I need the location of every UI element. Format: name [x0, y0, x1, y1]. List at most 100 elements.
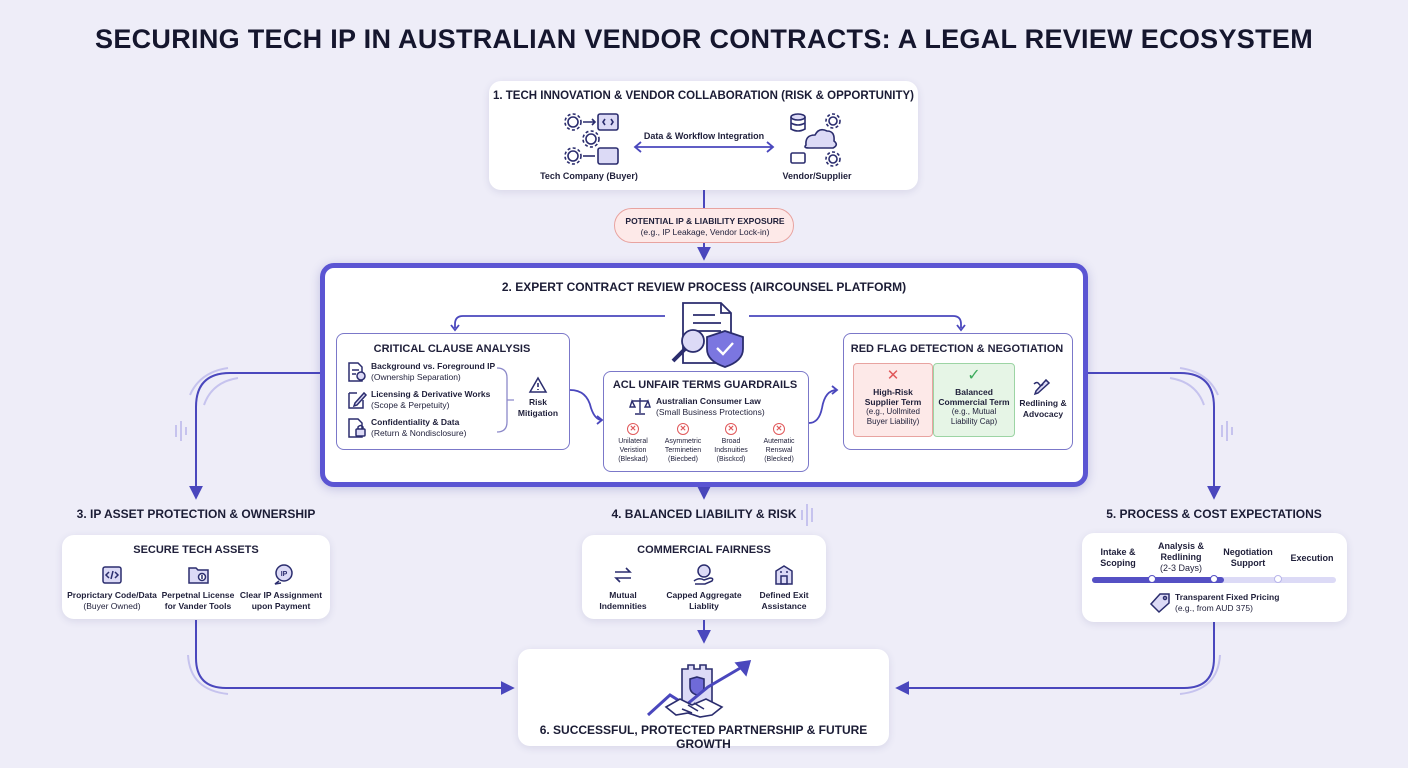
timeline-bar [1092, 575, 1336, 583]
commercial-fairness-title: COMMERCIAL FAIRNESS [637, 544, 771, 556]
process-cost-header: 5. PROCESS & COST EXPECTATIONS [1106, 507, 1322, 521]
balanced-l1: Balanced [955, 387, 993, 397]
asset-2-l1: Perpetnal License [161, 590, 235, 600]
acl-item-1-l1: Unilateral [618, 438, 648, 445]
successful-partnership-card: 6. SUCCESSFUL, PROTECTED PARTNERSHIP & F… [518, 649, 889, 751]
contract-review-icon [671, 302, 744, 368]
review-process-header: 2. EXPERT CONTRACT REVIEW PROCESS (AIRCO… [501, 280, 907, 294]
asset-1-l2: (Buyer Owned) [83, 601, 141, 611]
fairness-2-l1: Capped Aggregate [666, 590, 742, 600]
balanced-l4: Liability Cap) [950, 417, 998, 426]
acl-title: ACL UNFAIR TERMS GUARDRAILS [612, 379, 798, 391]
integration-label: Data & Workflow Integration [643, 131, 765, 141]
acl-law: Australian Consumer Law [656, 396, 761, 406]
cca-item-1-title: Background vs. Foreground IP [371, 361, 496, 371]
bracket-lines [496, 367, 514, 433]
step-3-label: Negotiation Support [1216, 547, 1280, 569]
acl-item-3-l3: (Bisckcd) [716, 456, 746, 463]
code-icon [102, 566, 122, 584]
critical-clause-analysis-box: CRITICAL CLAUSE ANALYSIS Background vs. … [336, 333, 570, 450]
edit-document-icon [348, 391, 368, 409]
partnership-growth-icon [646, 660, 752, 718]
acl-item-3-l2: Indsnuities [714, 447, 748, 454]
confidential-document-icon [348, 418, 366, 438]
ip-protection-header: 3. IP ASSET PROTECTION & OWNERSHIP [76, 507, 316, 521]
step-2-label: Analysis & Redlining (2-3 Days) [1148, 541, 1214, 574]
ip-document-icon [348, 362, 366, 382]
acl-item-2-l2: Terminetien [664, 447, 702, 454]
blocked-x-icon: ✕ [725, 423, 737, 435]
balanced-liability-header: 4. BALANCED LIABILITY & RISK [611, 507, 797, 521]
step-3-l2: Support [1230, 558, 1266, 568]
acl-item-2-l1: Asymmetric [664, 438, 702, 445]
balanced-l3: (e.g., Mutual [951, 407, 997, 416]
exposure-subtitle: (e.g., IP Leakage, Vendor Lock-in) [640, 227, 770, 237]
acl-blocked-item: ✕ Autematic Renswal (Blecked) [754, 423, 804, 471]
cca-item-3-sub: (Return & Nondisclosure) [371, 428, 467, 438]
step-2-l1: Analysis & [1157, 541, 1205, 551]
asset-3-l1: Clear IP Assignment [239, 590, 323, 600]
asset-1-l1: Proprictary Code/Data [67, 590, 157, 600]
exchange-icon [614, 567, 632, 583]
tech-company-label: Tech Company (Buyer) [540, 171, 638, 181]
fairness-3-l2: Assistance [761, 601, 807, 611]
capped-liability-icon [693, 564, 714, 585]
fairness-3-l1: Defined Exit [759, 590, 809, 600]
cca-item-1-sub: (Ownership Separation) [371, 372, 461, 382]
fairness-2-l2: Liablity [689, 601, 719, 611]
acl-item-4-l1: Autematic [763, 438, 795, 445]
blocked-x-icon: ✕ [677, 423, 689, 435]
asset-3-l2: upon Payment [251, 601, 311, 611]
acl-item-4-l2: Renswal [765, 447, 793, 454]
high-risk-l1: High-Risk [873, 387, 913, 397]
scales-icon [629, 398, 651, 415]
commercial-fairness-card: COMMERCIAL FAIRNESS Mutual Indemnities C… [582, 535, 826, 619]
review-flow-arrows [450, 315, 966, 425]
redlining-l1: Redlining & [1019, 398, 1067, 408]
integration-arrow [633, 141, 775, 153]
blocked-x-icon: ✕ [773, 423, 785, 435]
acl-item-2-l3: (Biecbed) [668, 456, 698, 463]
high-risk-l4: Buyer Liability) [866, 417, 920, 426]
redline-pen-icon [1033, 378, 1051, 396]
risk-label: Risk [529, 397, 547, 407]
step-3-l1: Negotiation [1223, 547, 1273, 557]
red-flag-detection-box: RED FLAG DETECTION & NEGOTIATION ✕ High-… [843, 333, 1073, 450]
exit-building-icon [775, 565, 793, 585]
acl-blocked-list: ✕ Unilateral Veristion (Bleskad) ✕ Asymm… [608, 423, 804, 471]
acl-blocked-item: ✕ Unilateral Veristion (Bleskad) [608, 423, 658, 471]
partnership-header: 6. SUCCESSFUL, PROTECTED PARTNERSHIP & F… [539, 723, 868, 751]
high-risk-x-icon: ✕ [886, 367, 900, 384]
timeline-dot-3 [1274, 575, 1282, 583]
pricing-label: Transparent Fixed Pricing [1175, 592, 1280, 602]
step-1-l1: Intake & [1100, 547, 1136, 557]
process-cost-card: Intake & Scoping Analysis & Redlining (2… [1082, 533, 1347, 622]
timeline-dot-1 [1148, 575, 1156, 583]
balanced-check-icon: ✓ [967, 367, 981, 384]
acl-item-3-l1: Broad [721, 438, 741, 445]
step-4-l1: Execution [1290, 553, 1334, 563]
timeline-dot-2 [1210, 575, 1218, 583]
blocked-x-icon: ✕ [627, 423, 639, 435]
secure-tech-assets-card: SECURE TECH ASSETS Proprictary Code/Data… [62, 535, 330, 619]
timeline-progress [1092, 577, 1224, 583]
acl-guardrails-box: ACL UNFAIR TERMS GUARDRAILS Australian C… [603, 371, 809, 472]
fairness-1-l1: Mutual [609, 590, 637, 600]
secure-assets-title: SECURE TECH ASSETS [133, 544, 259, 556]
vendor-icon [790, 113, 841, 167]
step-1-label: Intake & Scoping [1088, 547, 1148, 569]
review-process-panel: 2. EXPERT CONTRACT REVIEW PROCESS (AIRCO… [320, 263, 1088, 487]
high-risk-l2: Supplier Term [864, 397, 922, 407]
collaboration-header: 1. TECH INNOVATION & VENDOR COLLABORATIO… [492, 90, 915, 102]
high-risk-term: ✕ High-Risk Supplier Term (e.g., Uollmit… [853, 363, 933, 437]
high-risk-l3: (e.g., Uollmited [866, 407, 920, 416]
acl-item-1-l2: Veristion [619, 447, 647, 454]
acl-blocked-item: ✕ Asymmetric Terminetien (Biecbed) [658, 423, 708, 471]
cca-item-3-title: Confidentiality & Data [371, 417, 460, 427]
exposure-badge: POTENTIAL IP & LIABILITY EXPOSURE (e.g.,… [614, 208, 794, 243]
acl-blocked-item: ✕ Broad Indsnuities (Bisckcd) [706, 423, 756, 471]
redlining-l2: Advocacy [1022, 409, 1064, 419]
cca-title: CRITICAL CLAUSE ANALYSIS [373, 343, 531, 355]
tech-company-icon [564, 113, 619, 165]
